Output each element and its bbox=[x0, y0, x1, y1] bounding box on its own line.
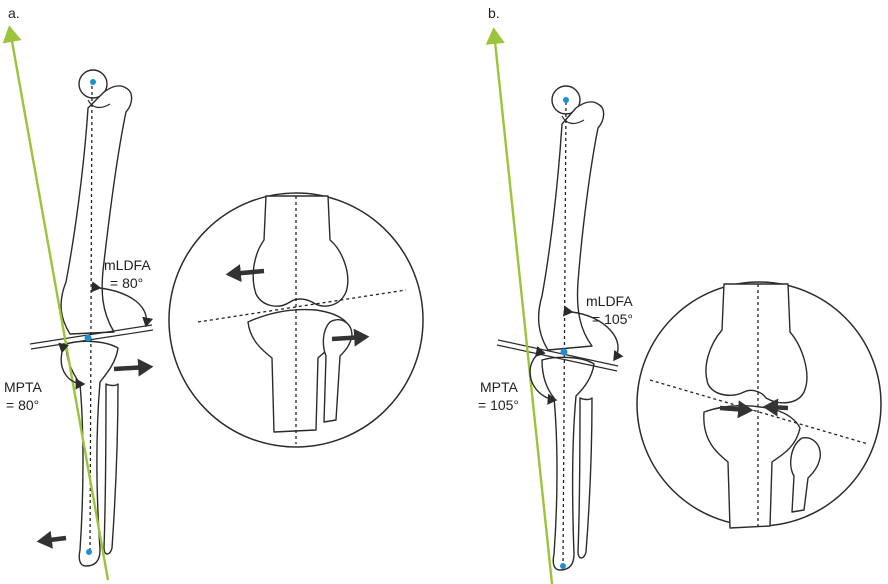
lateral-shift-arrow-a bbox=[113, 358, 154, 377]
ldfa-value-b: = 105° bbox=[592, 311, 633, 327]
ldfa-value-a: = 80° bbox=[110, 275, 143, 291]
compression-arrow-left-b bbox=[719, 400, 754, 419]
medial-shift-arrow-a bbox=[36, 530, 67, 549]
tibia-a bbox=[65, 340, 119, 567]
panel-a: a. mLDFA = 80° MPTA = 80° bbox=[2, 5, 424, 581]
panel-b: b. mLDFA = 105° MPTA = 105° bbox=[478, 5, 882, 584]
hip-center-point-b bbox=[563, 97, 569, 103]
mpta-angle-arc-b bbox=[529, 345, 558, 405]
compression-arrow-right-b bbox=[762, 398, 789, 417]
ldfa-angle-arc-a bbox=[90, 281, 154, 328]
magnified-knee-a bbox=[168, 192, 424, 448]
knee-center-point-b bbox=[560, 348, 568, 356]
weight-bearing-line-a bbox=[2, 25, 110, 581]
mpta-value-a: = 80° bbox=[6, 397, 39, 413]
mpta-label-b: MPTA bbox=[480, 379, 519, 395]
tibia-b bbox=[541, 356, 595, 571]
femoral-joint-line-b bbox=[497, 339, 619, 367]
hip-center-point-a bbox=[90, 79, 96, 85]
knee-center-point-a bbox=[84, 334, 92, 342]
femur-shift-arrow-a bbox=[225, 264, 265, 283]
femur-a bbox=[60, 69, 133, 335]
magnified-knee-b bbox=[636, 281, 882, 529]
ldfa-label-a: mLDFA bbox=[104, 257, 151, 273]
ankle-center-point-a bbox=[86, 549, 92, 555]
panel-a-label: a. bbox=[8, 5, 20, 21]
tibial-joint-line-a bbox=[30, 329, 154, 350]
femur-b bbox=[537, 85, 605, 351]
tibia-shift-arrow-a bbox=[331, 328, 370, 347]
panel-b-label: b. bbox=[488, 5, 500, 21]
mpta-value-b: = 105° bbox=[478, 397, 519, 413]
weight-bearing-line-b bbox=[485, 27, 554, 584]
mechanical-axis-b bbox=[562, 101, 567, 567]
mpta-label-a: MPTA bbox=[4, 379, 43, 395]
mpta-angle-arc-a bbox=[58, 342, 86, 390]
ldfa-angle-arc-b bbox=[562, 305, 624, 362]
ankle-center-point-b bbox=[560, 563, 566, 569]
ldfa-label-b: mLDFA bbox=[586, 293, 633, 309]
